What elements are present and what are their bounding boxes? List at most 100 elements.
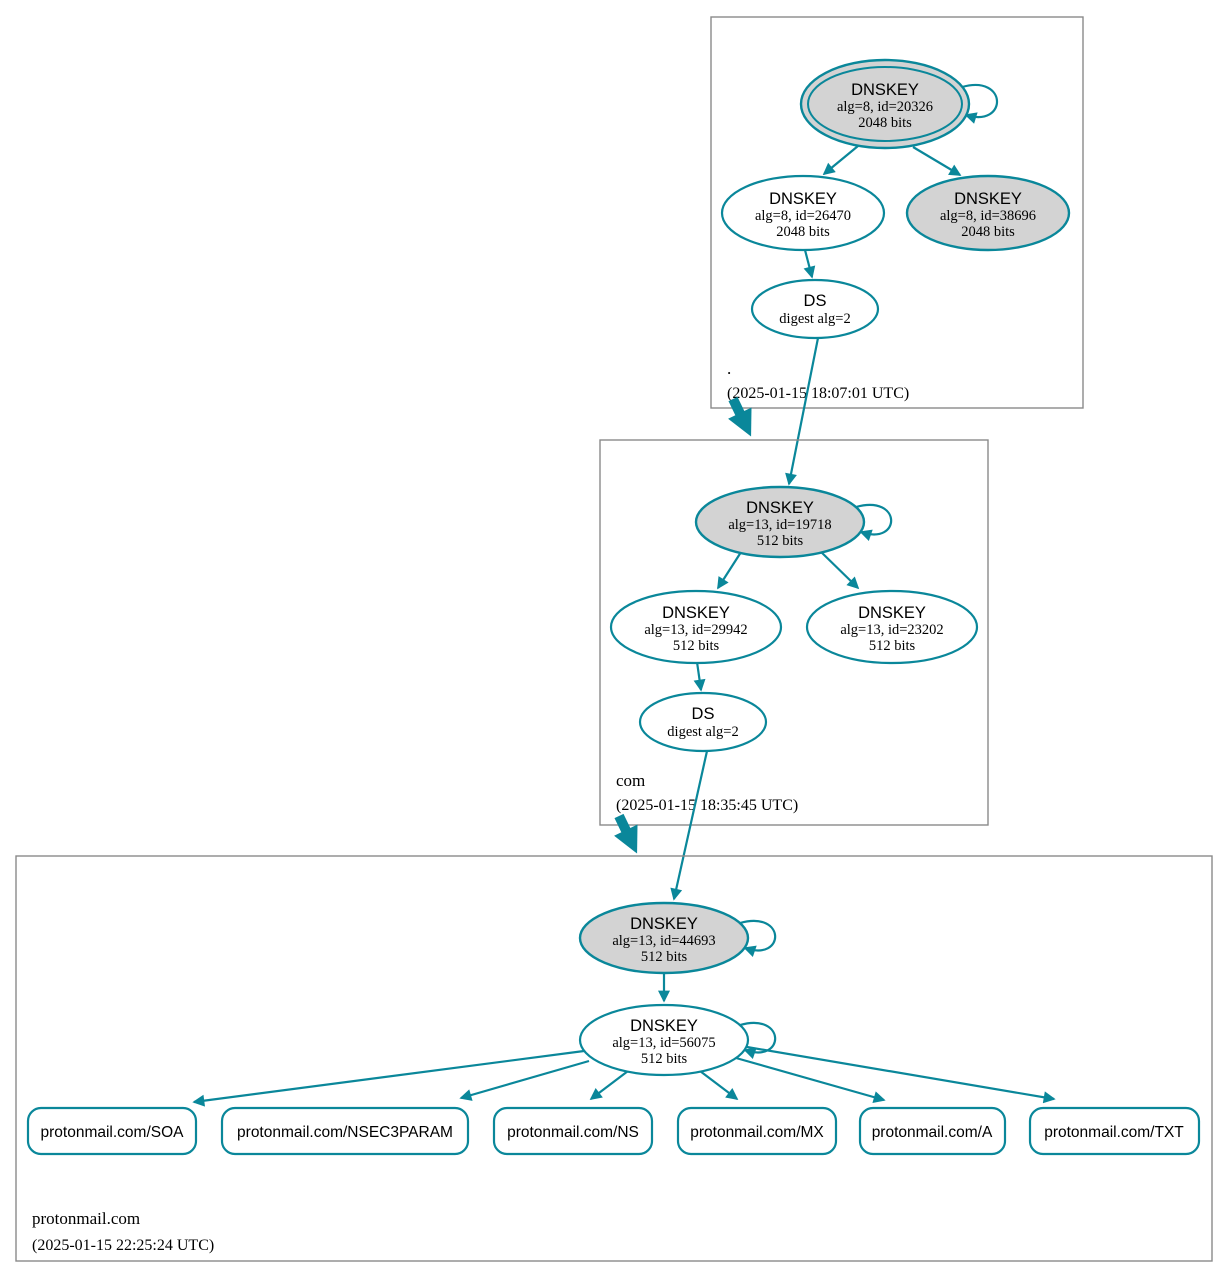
ds-com-title: DS	[692, 705, 715, 723]
node-dnskey-19718: DNSKEY alg=13, id=19718 512 bits	[694, 485, 866, 559]
node-ds-root: DS digest alg=2	[750, 278, 880, 340]
dnskey-23202-ellipse	[805, 589, 979, 665]
rrset-txt-label: protonmail.com/TXT	[1044, 1124, 1184, 1141]
rrset-soa-label: protonmail.com/SOA	[41, 1124, 185, 1141]
dnskey-20326-inner-ellipse	[807, 66, 963, 142]
dnskey-44693-bits: 512 bits	[641, 949, 688, 965]
rrset-mx-box	[676, 1106, 838, 1156]
node-dnskey-23202: DNSKEY alg=13, id=23202 512 bits	[805, 589, 979, 665]
dnskey-19718-title: DNSKEY	[746, 499, 814, 517]
dnskey-23202-title: DNSKEY	[858, 604, 926, 622]
zone-com-border	[599, 439, 989, 826]
dnskey-23202-meta: alg=13, id=23202	[840, 622, 943, 638]
dnskey-19718-bits: 512 bits	[757, 533, 804, 549]
zone-com-timestamp: (2025-01-15 18:35:45 UTC)	[616, 797, 798, 814]
edge-dnskey20326-dnskey38696	[912, 146, 962, 176]
dnskey-26470-bits: 2048 bits	[776, 224, 830, 240]
dnskey-20326-bits: 2048 bits	[858, 115, 912, 131]
node-dnskey-38696: DNSKEY alg=8, id=38696 2048 bits	[905, 174, 1071, 252]
edge-dnskey56075-txt	[746, 1045, 1056, 1104]
dnskey-23202-bits: 512 bits	[869, 638, 916, 654]
rrset-mx: protonmail.com/MX	[676, 1106, 838, 1156]
edge-dnskey19718-dnskey29942	[717, 548, 744, 590]
dnskey-44693-ellipse	[578, 901, 750, 975]
rrset-ns-label: protonmail.com/NS	[507, 1124, 639, 1141]
node-dnskey-29942: DNSKEY alg=13, id=29942 512 bits	[609, 589, 783, 665]
zone-root-border	[710, 16, 1084, 409]
node-dnskey-26470: DNSKEY alg=8, id=26470 2048 bits	[720, 174, 886, 252]
zone-protonmail: DNSKEY alg=13, id=44693 512 bits DNSKEY …	[15, 855, 1213, 1262]
dnskey-26470-meta: alg=8, id=26470	[755, 208, 851, 224]
node-dnskey-44693: DNSKEY alg=13, id=44693 512 bits	[578, 901, 750, 975]
rrset-nsec3param: protonmail.com/NSEC3PARAM	[220, 1106, 470, 1156]
edge-dnskey26470-ds	[803, 249, 816, 279]
dnskey-29942-title: DNSKEY	[662, 604, 730, 622]
rrset-a-label: protonmail.com/A	[872, 1124, 993, 1141]
dnskey-20326-title: DNSKEY	[851, 81, 919, 99]
dnskey-38696-title: DNSKEY	[954, 190, 1022, 208]
ds-root-meta: digest alg=2	[779, 311, 850, 327]
rrset-nsec3param-label: protonmail.com/NSEC3PARAM	[237, 1124, 453, 1141]
edge-dnskey44693-selfloop	[739, 919, 777, 958]
zone-protonmail-label: protonmail.com	[32, 1209, 140, 1228]
zone-root-label: .	[727, 359, 731, 378]
delegation-com-to-protonmail	[614, 813, 638, 854]
zone-root: DNSKEY alg=8, id=20326 2048 bits DNSKEY …	[710, 16, 1084, 409]
dnskey-29942-meta: alg=13, id=29942	[644, 622, 747, 638]
dnskey-20326-outer-ellipse	[799, 58, 971, 150]
edge-dnskey19718-dnskey23202	[817, 548, 860, 590]
rrset-mx-label: protonmail.com/MX	[690, 1124, 824, 1141]
zone-protonmail-timestamp: (2025-01-15 22:25:24 UTC)	[32, 1237, 214, 1254]
dnskey-56075-bits: 512 bits	[641, 1051, 688, 1067]
dnskey-29942-ellipse	[609, 589, 783, 665]
edge-dnskey20326-dnskey26470	[822, 145, 859, 176]
node-ds-com: DS digest alg=2	[638, 691, 768, 753]
rrset-soa: protonmail.com/SOA	[26, 1106, 198, 1156]
dnskey-38696-ellipse	[905, 174, 1071, 252]
rrset-ns: protonmail.com/NS	[492, 1106, 654, 1156]
dnskey-19718-meta: alg=13, id=19718	[728, 517, 831, 533]
ds-root-ellipse	[750, 278, 880, 340]
dnskey-29942-bits: 512 bits	[673, 638, 720, 654]
edge-dnskey56075-a	[735, 1056, 886, 1103]
ds-com-ellipse	[638, 691, 768, 753]
edge-dscom-dnskey44693	[670, 750, 709, 901]
edge-dnskey19718-selfloop	[855, 503, 893, 542]
dnskey-20326-meta: alg=8, id=20326	[837, 99, 933, 115]
edge-dnskey29942-ds	[693, 661, 706, 692]
delegation-root-to-com	[728, 396, 752, 437]
rrset-ns-box	[492, 1106, 654, 1156]
dnskey-26470-title: DNSKEY	[769, 190, 837, 208]
zone-com-label: com	[616, 771, 645, 790]
edge-dnskey56075-mx	[699, 1070, 739, 1101]
dnskey-44693-title: DNSKEY	[630, 915, 698, 933]
rrset-a-box	[858, 1106, 1007, 1156]
dnskey-38696-bits: 2048 bits	[961, 224, 1015, 240]
dnskey-19718-ellipse	[694, 485, 866, 559]
zone-com: DNSKEY alg=13, id=19718 512 bits DNSKEY …	[599, 439, 989, 826]
edge-dsroot-dnskey19718	[785, 337, 820, 486]
ds-com-meta: digest alg=2	[667, 724, 738, 740]
dnskey-56075-meta: alg=13, id=56075	[612, 1035, 715, 1051]
node-dnskey-20326: DNSKEY alg=8, id=20326 2048 bits	[799, 58, 971, 150]
edge-dnskey20326-selfloop	[961, 84, 999, 124]
zone-root-timestamp: (2025-01-15 18:07:01 UTC)	[727, 385, 909, 402]
rrset-txt: protonmail.com/TXT	[1028, 1106, 1201, 1156]
dnskey-26470-ellipse	[720, 174, 886, 252]
dnskey-38696-meta: alg=8, id=38696	[940, 208, 1036, 224]
edge-dnskey56075-selfloop	[739, 1021, 777, 1060]
dnskey-56075-title: DNSKEY	[630, 1017, 698, 1035]
rrset-soa-box	[26, 1106, 198, 1156]
edge-dnskey56075-soa	[192, 1049, 585, 1107]
edge-dnskey56075-ns	[589, 1070, 629, 1101]
dnskey-44693-meta: alg=13, id=44693	[612, 933, 715, 949]
ds-root-title: DS	[804, 292, 827, 310]
rrset-nsec3param-box	[220, 1106, 470, 1156]
rrset-txt-box	[1028, 1106, 1201, 1156]
node-dnskey-56075: DNSKEY alg=13, id=56075 512 bits	[578, 1003, 750, 1077]
dnskey-56075-ellipse	[578, 1003, 750, 1077]
rrset-a: protonmail.com/A	[858, 1106, 1007, 1156]
edge-dnskey56075-nsec3param	[459, 1059, 590, 1101]
